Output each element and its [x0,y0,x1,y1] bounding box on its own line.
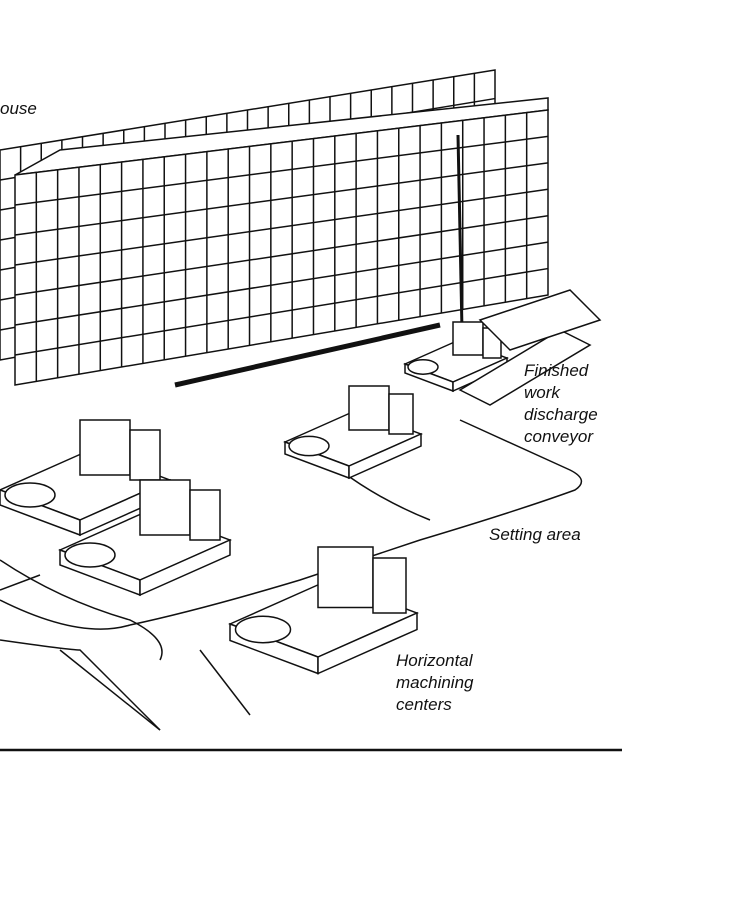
machine-4-pallet [288,435,330,457]
stacker-mast [456,134,464,331]
label-setting-area: Setting area [489,525,581,544]
label-warehouse: ouse [0,99,37,118]
machine-2-pallet [64,542,116,568]
machines [0,289,602,675]
machine-4-magazine [388,393,414,435]
machine-1-column [79,419,131,476]
machine-3-column [317,546,374,609]
warehouse-rack-front [14,97,549,388]
machine-2-magazine [189,489,221,541]
front-rack-row-line [14,267,549,356]
conveyor-loader-pallet [407,359,439,375]
conveyor-loader-column [452,321,484,356]
conveyor-rails [478,289,602,351]
machine-4-base-front [348,432,422,480]
stacker-rail [174,322,441,388]
label-finished-work-discharge-conveyor: Finished work discharge conveyor [524,361,598,446]
front-rack-face [14,109,549,386]
machine-4-column [348,385,390,431]
discharge-conveyor [458,329,592,406]
machine-1-pallet [4,482,56,508]
machine-3-base-front [317,611,418,675]
floor-lines [0,419,583,731]
machine-1-magazine [129,429,161,481]
machine-3-magazine [372,557,407,614]
machine-2-column [139,479,191,536]
label-horizontal-machining-centers: Horizontal machining centers [396,651,474,714]
machine-3-pallet [234,615,292,644]
machine-2-base-front [139,538,231,597]
